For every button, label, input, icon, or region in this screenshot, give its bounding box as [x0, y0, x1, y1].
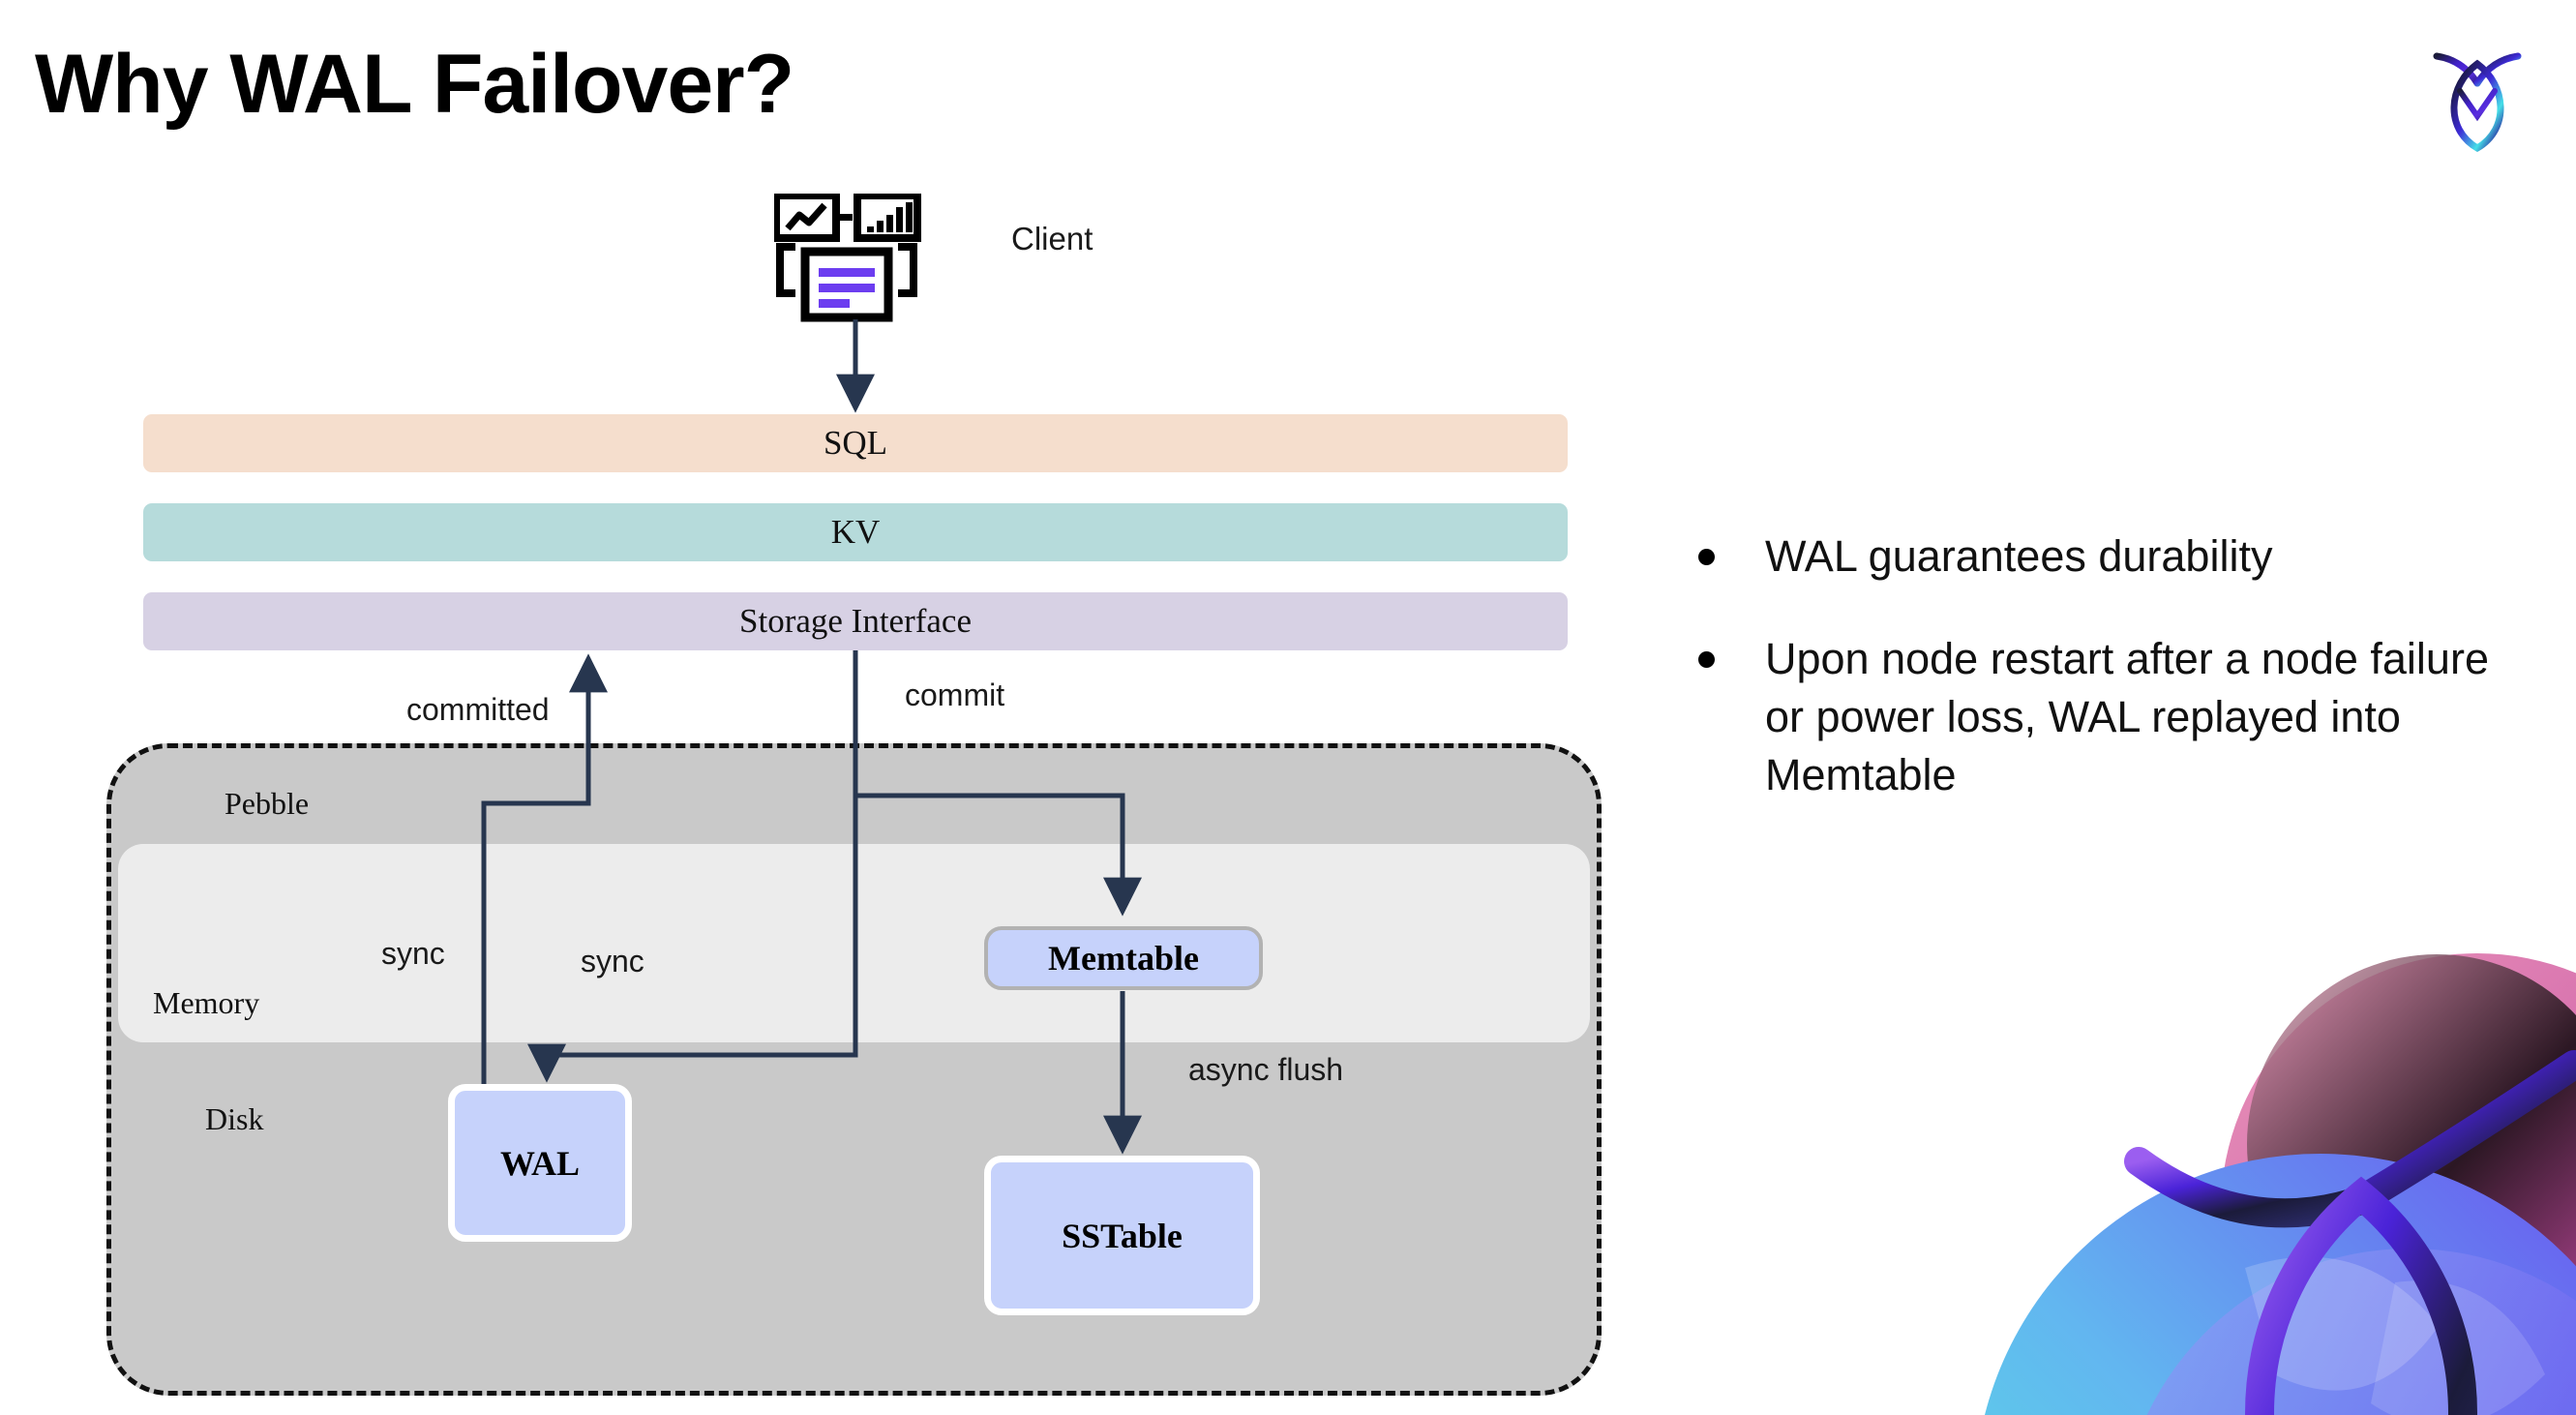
- memory-zone-label: Memory: [153, 985, 260, 1020]
- client-label: Client: [1011, 221, 1093, 256]
- edge-label-committed: committed: [406, 692, 550, 727]
- page-title: Why WAL Failover?: [35, 38, 794, 131]
- disk-zone-label: Disk: [205, 1101, 264, 1136]
- bullet-list: WAL guarantees durability Upon node rest…: [1698, 527, 2492, 848]
- layer-kv: KV: [143, 503, 1568, 561]
- bullet-text: WAL guarantees durability: [1765, 531, 2273, 581]
- decorative-logo-art: [1955, 919, 2576, 1415]
- edge-label-async-flush: async flush: [1188, 1052, 1344, 1087]
- edge-label-sync-2: sync: [581, 944, 644, 978]
- cockroachdb-logo: [2410, 27, 2545, 163]
- layer-storage-interface: Storage Interface: [143, 592, 1568, 650]
- node-wal: WAL: [448, 1084, 632, 1242]
- client-dashboard-icon: [772, 192, 929, 324]
- bullet-dot-icon: [1698, 549, 1715, 565]
- layer-sql: SQL: [143, 414, 1568, 472]
- memory-zone-band: [118, 844, 1590, 1042]
- list-item: Upon node restart after a node failure o…: [1698, 630, 2492, 804]
- list-item: WAL guarantees durability: [1698, 527, 2492, 586]
- edge-label-sync-1: sync: [381, 936, 445, 971]
- bullet-text: Upon node restart after a node failure o…: [1765, 633, 2489, 799]
- node-sstable: SSTable: [984, 1156, 1260, 1315]
- pebble-label: Pebble: [225, 786, 310, 821]
- bullet-dot-icon: [1698, 650, 1715, 668]
- edge-label-commit: commit: [905, 677, 1005, 712]
- wal-architecture-diagram: Client Pebble Memory Disk SQL KV Storage…: [106, 192, 1602, 1396]
- pebble-container: [106, 743, 1602, 1396]
- node-memtable: Memtable: [984, 926, 1263, 990]
